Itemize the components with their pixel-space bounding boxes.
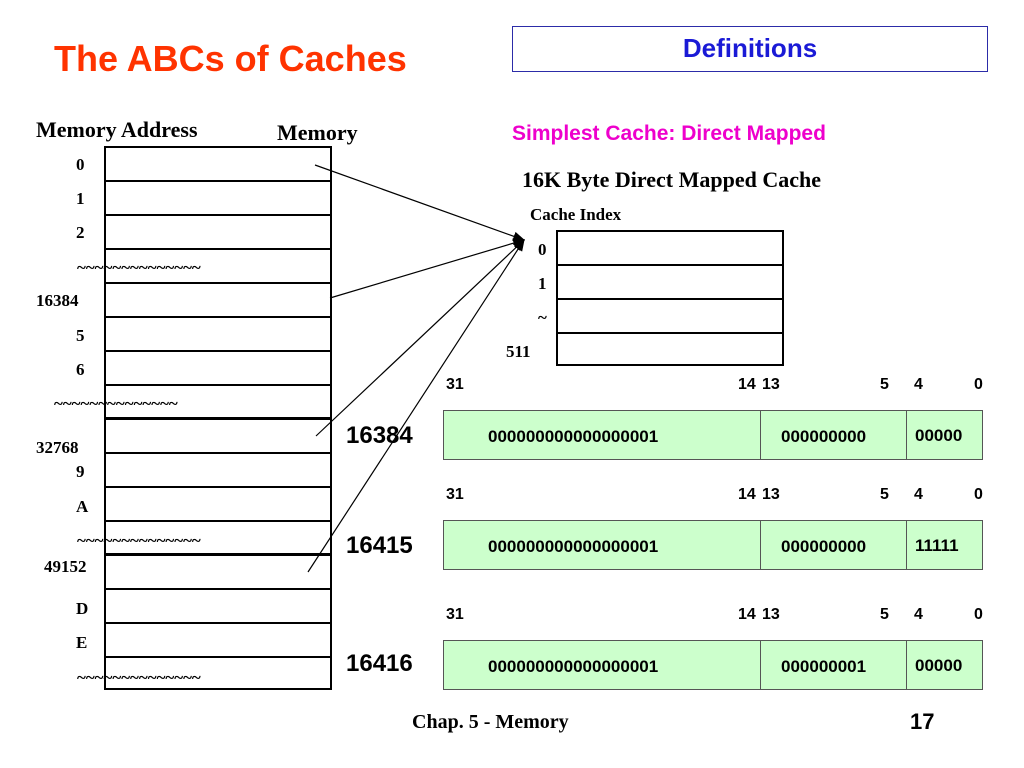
footer-text: Chap. 5 - Memory [412,711,569,733]
cache-array [556,230,784,366]
cache-subheading: 16K Byte Direct Mapped Cache [522,167,821,192]
page-number: 17 [910,709,935,734]
memory-cell [106,284,330,318]
bit-label: 5 [880,376,889,393]
memory-address-label: 5 [76,326,85,345]
bit-label: 0 [974,606,983,623]
cache-index-number: 1 [538,274,547,293]
memory-cell [106,556,330,590]
mapping-arrow [315,239,525,437]
section-label-box: Definitions [512,26,988,72]
index-bits: 000000000 [781,537,867,556]
tag-bits: 000000000000000001 [488,537,659,556]
address-decimal: 16415 [346,532,413,559]
bit-label: 13 [762,376,780,393]
memory-cell [106,420,330,454]
memory-address-label: ~~~~~~~~~~~~~~ [54,394,178,413]
cache-index-number: 511 [506,342,531,361]
bit-label: 4 [914,486,923,503]
tag-field [444,411,761,459]
memory-cell [106,352,330,386]
address-breakdown: 000000000000000001 000000001 00000 [443,640,983,690]
cache-line [558,232,782,266]
memory-address-header: Memory Address [36,117,198,142]
memory-address-label: 16384 [36,291,79,310]
cache-index-label: Cache Index [530,205,622,224]
memory-address-label: ~~~~~~~~~~~~~~ [77,258,201,277]
memory-cell [106,318,330,352]
slide-title: The ABCs of Caches [54,38,407,79]
cache-index-number: ~ [538,308,547,327]
index-bits: 000000001 [781,657,867,676]
bit-label: 14 [738,606,756,623]
offset-bits: 00000 [915,656,963,675]
memory-address-label: ~~~~~~~~~~~~~~ [77,668,201,687]
memory-cell [106,522,330,556]
tag-field [444,641,761,689]
memory-address-label: ~~~~~~~~~~~~~~ [77,531,201,550]
bit-label: 13 [762,486,780,503]
cache-line [558,300,782,334]
address-decimal: 16384 [346,422,413,449]
tag-bits: 000000000000000001 [488,427,659,446]
memory-address-label: D [76,599,89,618]
memory-address-label: 32768 [36,438,79,457]
mapping-arrow [314,164,526,241]
memory-cell [106,182,330,216]
memory-cell [106,250,330,284]
memory-address-label: 6 [76,360,85,379]
bit-label: 13 [762,606,780,623]
bit-label: 5 [880,486,889,503]
memory-cell [106,624,330,658]
memory-address-label: A [76,497,89,516]
index-field [761,411,907,459]
bit-label: 0 [974,486,983,503]
index-bits: 000000000 [781,427,867,446]
bit-label: 31 [446,606,464,623]
mapping-arrow [307,238,525,573]
bit-label: 31 [446,486,464,503]
memory-cell [106,590,330,624]
address-breakdown: 000000000000000001 000000000 00000 [443,410,983,460]
memory-cell [106,454,330,488]
memory-address-label: E [76,633,88,652]
memory-header: Memory [277,120,358,145]
bit-label: 14 [738,376,756,393]
offset-bits: 11111 [915,536,959,555]
memory-cell [106,386,330,420]
cache-heading: Simplest Cache: Direct Mapped [512,122,826,145]
tag-bits: 000000000000000001 [488,657,659,676]
memory-cell [106,148,330,182]
cache-line [558,266,782,300]
bit-label: 4 [914,376,923,393]
bit-label: 0 [974,376,983,393]
offset-bits: 00000 [915,426,963,445]
index-field [761,641,907,689]
address-decimal: 16416 [346,650,413,677]
address-breakdown: 000000000000000001 000000000 11111 [443,520,983,570]
index-field [761,521,907,569]
mapping-arrow [329,238,526,299]
memory-address-label: 0 [76,155,85,174]
bit-label: 31 [446,376,464,393]
memory-cell [106,216,330,250]
bit-label: 5 [880,606,889,623]
memory-address-label: 2 [76,223,85,242]
bit-label: 14 [738,486,756,503]
section-label: Definitions [682,33,818,63]
memory-address-label: 1 [76,189,85,208]
cache-index-number: 0 [538,240,547,259]
memory-address-label: 9 [76,462,85,481]
tag-field [444,521,761,569]
memory-address-label: 49152 [44,557,87,576]
memory-array [104,146,332,690]
memory-cell [106,488,330,522]
bit-label: 4 [914,606,923,623]
